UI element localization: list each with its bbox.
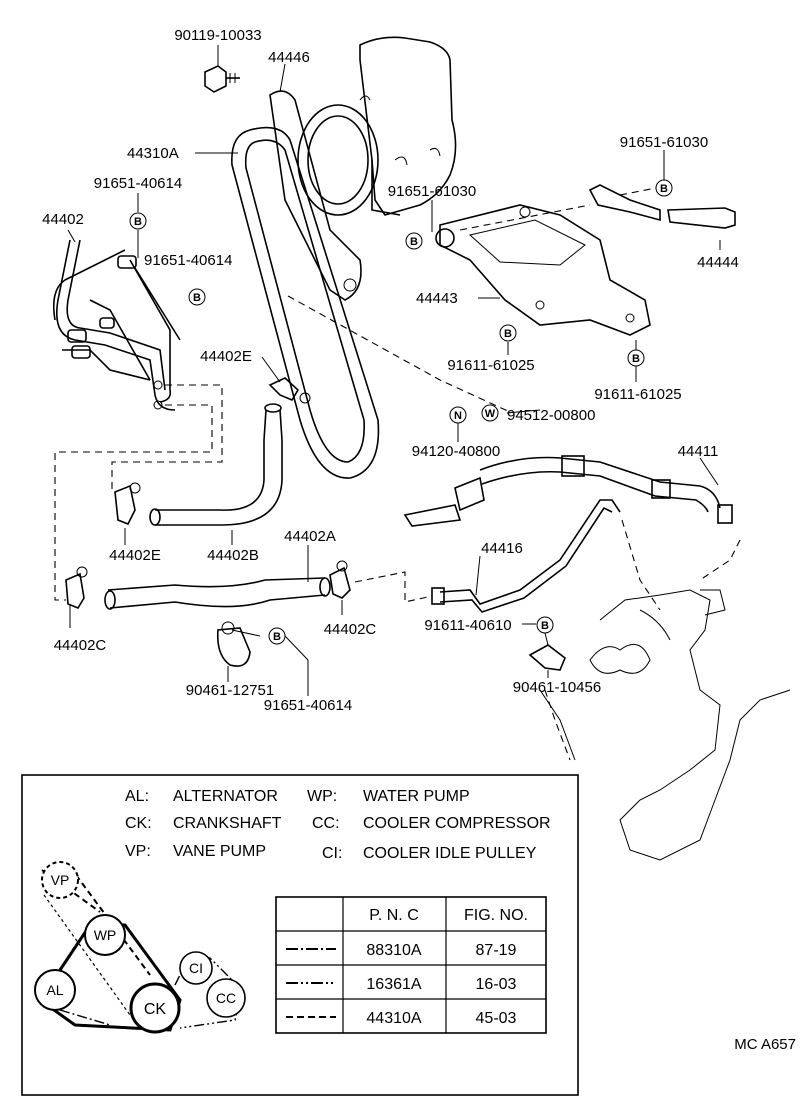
figure-code: MC A657	[734, 1036, 796, 1053]
part-label: 91611-61025	[447, 357, 534, 374]
part-label: 91651-40614	[264, 697, 352, 714]
leader-lines	[67, 45, 721, 696]
part-label: 44402	[42, 211, 84, 228]
svg-text:CC: CC	[216, 990, 236, 1006]
part-label: 91611-61025	[594, 386, 681, 403]
bolt-b-icon: B	[268, 627, 286, 645]
pulley-ci: CI	[179, 951, 213, 985]
legend-name: CRANKSHAFT	[173, 815, 282, 832]
legend-code: AL:	[125, 788, 149, 805]
washer-w-icon: W	[481, 404, 499, 422]
legend-code: CK:	[125, 815, 152, 832]
part-label: 91651-40614	[94, 175, 182, 192]
drive-belt	[231, 126, 380, 479]
part-label: 91611-40610	[424, 617, 511, 634]
svg-text:W: W	[485, 408, 496, 420]
nut-n-icon: N	[449, 406, 467, 424]
part-label: 44402B	[207, 547, 259, 564]
svg-text:B: B	[410, 236, 418, 248]
belt-routing-diagram: VP WP AL CK CI CC	[34, 861, 246, 1034]
svg-text:B: B	[193, 292, 201, 304]
pulley-ck: CK	[129, 982, 181, 1034]
bolt-markers: B B B B B B N W B B	[129, 179, 673, 645]
pulley-cc: CC	[206, 978, 246, 1018]
svg-text:B: B	[273, 631, 281, 643]
pump-bracket	[435, 204, 651, 336]
part-label: 94120-40800	[412, 443, 500, 460]
legend-name: COOLER COMPRESSOR	[363, 815, 551, 832]
part-label: 44411	[678, 443, 719, 460]
vane-pump	[269, 36, 457, 301]
part-label: 91651-61030	[388, 183, 476, 200]
connection-dashes	[54, 187, 741, 761]
bolt-b-icon: B	[405, 232, 423, 250]
return-tube-44416	[431, 499, 621, 613]
steering-gear-housing	[539, 589, 791, 861]
svg-text:WP: WP	[94, 927, 117, 943]
bolt-b-icon: B	[129, 212, 147, 230]
part-label: 44416	[481, 540, 523, 557]
pump-mounting-bolt	[204, 65, 240, 93]
legend-name: WATER PUMP	[363, 788, 470, 805]
part-number-labels: 90119-10033 44446 44310A 91651-40614 916…	[42, 27, 739, 714]
legend-name: COOLER IDLE PULLEY	[363, 845, 537, 862]
svg-text:B: B	[660, 183, 668, 195]
part-label: 44402E	[200, 348, 252, 365]
hose-clamps	[65, 377, 566, 671]
part-label: 91651-61030	[620, 134, 708, 151]
part-label: 44402C	[324, 621, 377, 638]
bolt-b-icon: B	[536, 616, 554, 634]
table-cell-pnc: 44310A	[366, 1010, 421, 1027]
reference-table: P. N. C FIG. NO. 88310A 87-19 16361A 16-…	[275, 896, 547, 1034]
part-label: 44443	[416, 290, 458, 307]
pump-stay-bracket	[588, 184, 736, 229]
svg-text:CK: CK	[144, 1001, 167, 1018]
return-hose-44402a	[104, 577, 331, 610]
table-cell-fig: 87-19	[476, 942, 517, 959]
part-label: 44402E	[109, 547, 161, 564]
bolt-b-icon: B	[499, 324, 517, 342]
svg-text:CI: CI	[189, 960, 203, 976]
svg-text:B: B	[541, 620, 549, 632]
part-label: 44402A	[284, 528, 336, 545]
pressure-hose-44411	[403, 455, 733, 527]
table-cell-fig: 16-03	[476, 976, 517, 993]
table-header: P. N. C	[369, 907, 419, 924]
legend-code: CC:	[312, 815, 340, 832]
bolt-b-icon: B	[627, 349, 645, 367]
bolt-b-icon: B	[188, 288, 206, 306]
pulley-al: AL	[34, 969, 76, 1011]
svg-text:B: B	[504, 328, 512, 340]
legend-name: VANE PUMP	[173, 843, 266, 860]
part-label: 91651-40614	[144, 252, 232, 269]
part-label: 94512-00800	[507, 407, 595, 424]
part-label: 44444	[697, 254, 739, 271]
legend-code: WP:	[307, 788, 337, 805]
bolt-b-icon: B	[655, 179, 673, 197]
part-label: 44402C	[54, 637, 107, 654]
return-hose-44402b	[149, 403, 283, 526]
table-header: FIG. NO.	[464, 907, 528, 924]
part-label: 90119-10033	[174, 27, 261, 44]
svg-text:B: B	[134, 216, 142, 228]
part-label: 44446	[268, 49, 310, 66]
table-cell-fig: 45-03	[476, 1010, 517, 1027]
part-label: 90461-10456	[513, 679, 601, 696]
pulley-vp: VP	[41, 861, 79, 899]
part-label: 44310A	[127, 145, 179, 162]
svg-text:N: N	[454, 410, 462, 422]
table-cell-pnc: 16361A	[366, 976, 421, 993]
svg-text:AL: AL	[46, 982, 63, 998]
legend-code: CI:	[322, 845, 342, 862]
svg-text:VP: VP	[51, 872, 70, 888]
part-label: 90461-12751	[186, 682, 274, 699]
legend-name: ALTERNATOR	[173, 788, 278, 805]
legend-code: VP:	[125, 843, 151, 860]
pressure-tube-assembly	[52, 239, 181, 411]
legend-box: AL: ALTERNATOR CK: CRANKSHAFT VP: VANE P…	[21, 774, 579, 1096]
svg-text:B: B	[632, 353, 640, 365]
pulley-wp: WP	[84, 914, 126, 956]
table-cell-pnc: 88310A	[366, 942, 421, 959]
